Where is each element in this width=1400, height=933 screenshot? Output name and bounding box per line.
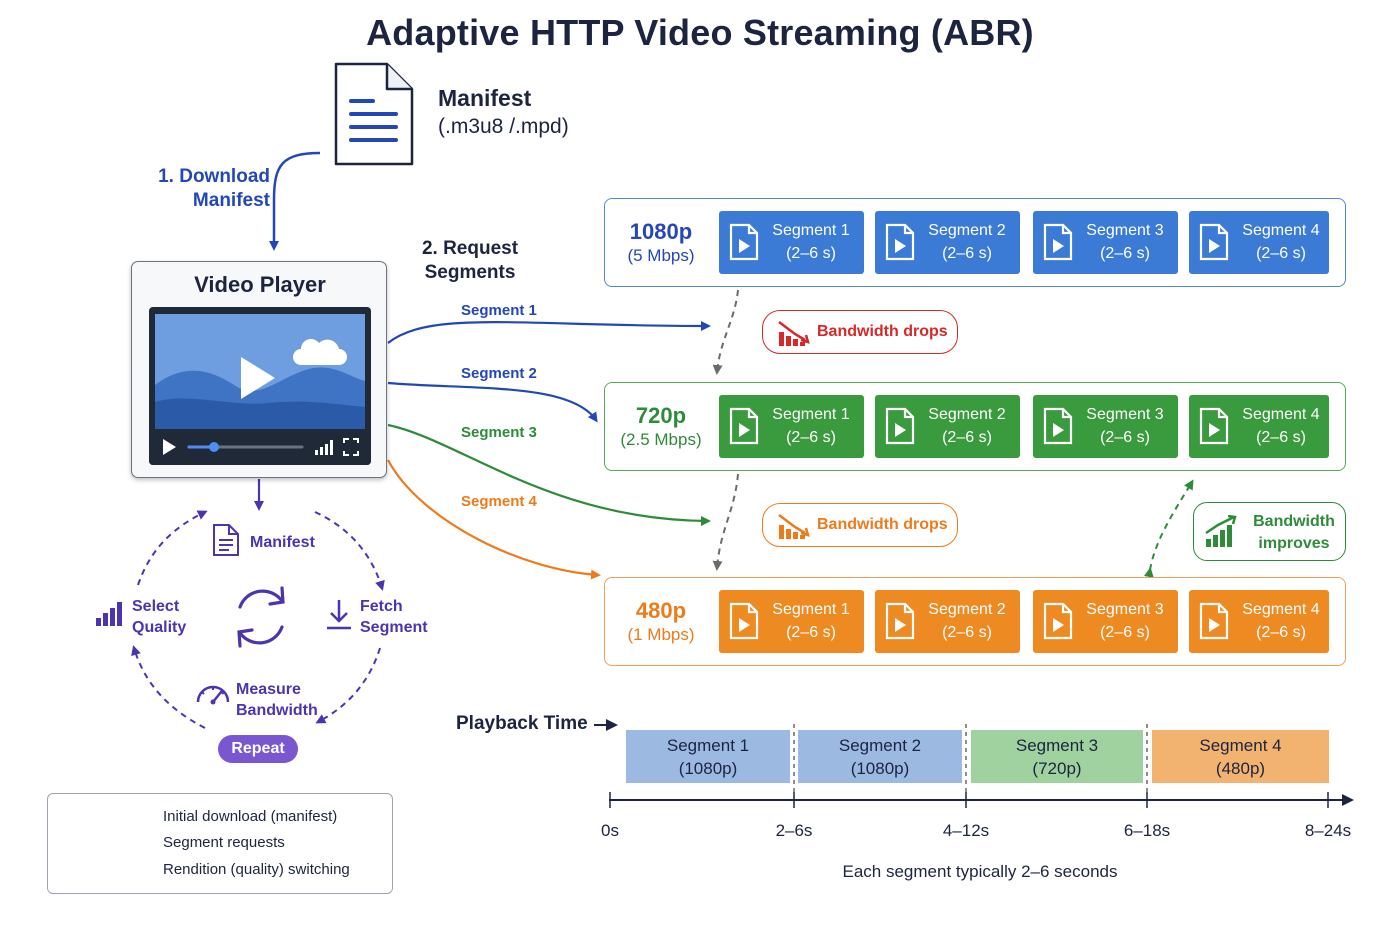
legend-item-switching: Rendition (quality) switching — [163, 861, 350, 878]
request-label-2: Segment 2 — [461, 365, 537, 382]
request-arrow-1 — [387, 320, 711, 344]
request-arrow-3 — [387, 423, 711, 526]
segment-tile-480p-3: Segment 3(2–6 s) — [1033, 590, 1178, 653]
cycle-arc-top-right — [314, 511, 385, 591]
page-title: Adaptive HTTP Video Streaming (ABR) — [366, 12, 1034, 53]
cycle-fetch-label: Fetch Segment — [360, 598, 428, 636]
legend-item-manifest: Initial download (manifest) — [163, 808, 338, 825]
segment-tile-480p-2: Segment 2(2–6 s) — [875, 590, 1020, 653]
switch-arrow-1080-720 — [712, 289, 739, 375]
segment-tile-1080p-2: Segment 2(2–6 s) — [875, 211, 1020, 274]
download-icon — [327, 600, 351, 630]
play-overlay-icon — [241, 357, 275, 399]
player-screen — [149, 307, 371, 465]
segment-tile-480p-1: Segment 1(2–6 s) — [719, 590, 864, 653]
signal-icon — [315, 440, 333, 455]
timeline-segment-3: Segment 3(720p) — [971, 730, 1143, 783]
cycle-manifest-label: Manifest — [250, 534, 315, 551]
progress-handle[interactable] — [209, 442, 219, 452]
play-icon[interactable] — [163, 439, 176, 455]
timeline-tick-label: 2–6s — [775, 821, 813, 840]
segment-tile-720p-3: Segment 3(2–6 s) — [1033, 395, 1178, 458]
quality-bars-icon — [96, 602, 122, 626]
timeline-tick-label: 4–12s — [942, 821, 990, 840]
legend: Initial download (manifest) Segment requ… — [47, 793, 393, 894]
manifest-document-icon — [334, 62, 414, 166]
segment-tile-1080p-4: Segment 4(2–6 s) — [1189, 211, 1329, 274]
rendition-720p: 720p (2.5 Mbps) Segment 1(2–6 s)Segment … — [604, 382, 1346, 471]
manifest-download-arrow — [269, 151, 321, 251]
timeline-footnote: Each segment typically 2–6 seconds — [842, 862, 1118, 881]
timeline-tick-label: 6–18s — [1123, 821, 1171, 840]
segment-tile-720p-4: Segment 4(2–6 s) — [1189, 395, 1329, 458]
cycle-arc-bottom-right — [315, 647, 381, 724]
fullscreen-icon[interactable] — [343, 438, 359, 456]
bandwidth-improves-badge: Bandwidth improves — [1193, 502, 1346, 561]
segment-tile-1080p-1: Segment 1(2–6 s) — [719, 211, 864, 274]
chart-up-icon — [1205, 515, 1237, 547]
video-preview — [149, 314, 371, 465]
segment-tile-480p-4: Segment 4(2–6 s) — [1189, 590, 1329, 653]
segment-tile-1080p-3: Segment 3(2–6 s) — [1033, 211, 1178, 274]
legend-item-requests: Segment requests — [163, 834, 285, 851]
timeline-tick-label: 8–24s — [1304, 821, 1352, 840]
cycle-measure-label: Measure Bandwidth — [236, 681, 318, 719]
step-request-segments: 2. Request Segments — [421, 238, 519, 283]
request-label-1: Segment 1 — [461, 302, 537, 319]
request-arrow-2 — [387, 381, 598, 423]
timeline-segment-4: Segment 4(480p) — [1152, 730, 1329, 783]
refresh-icon — [237, 586, 285, 648]
step-download-manifest: 1. Download Manifest — [158, 166, 270, 211]
rendition-bitrate: (5 Mbps) — [627, 246, 695, 265]
rendition-bitrate: (1 Mbps) — [627, 625, 695, 644]
segment-tile-720p-2: Segment 2(2–6 s) — [875, 395, 1020, 458]
cycle-arc-bottom-left — [131, 645, 206, 729]
switch-arrow-720-480 — [712, 473, 739, 571]
cycle-select-label: Select Quality — [132, 598, 187, 636]
repeat-badge: Repeat — [218, 735, 298, 763]
timeline-segment-2: Segment 2(1080p) — [798, 730, 962, 783]
manifest-title: Manifest — [438, 85, 532, 111]
chart-down-icon — [778, 321, 810, 346]
rendition-resolution: 720p — [635, 403, 687, 428]
rendition-bitrate: (2.5 Mbps) — [620, 430, 702, 449]
timeline-ticks — [609, 792, 1329, 808]
switch-arrow-480-720 — [1143, 479, 1194, 578]
timeline-tick-label: 0s — [601, 821, 619, 840]
rendition-resolution: 1080p — [629, 219, 693, 244]
timeline-dividers — [793, 724, 1148, 792]
speedometer-icon — [196, 685, 230, 705]
manifest-cycle-icon — [213, 524, 239, 556]
rendition-480p: 480p (1 Mbps) Segment 1(2–6 s)Segment 2(… — [604, 577, 1346, 666]
chart-down-icon — [778, 514, 810, 539]
segment-tile-720p-1: Segment 1(2–6 s) — [719, 395, 864, 458]
video-player: Video Player — [131, 261, 387, 478]
cloud-icon — [293, 339, 347, 365]
bandwidth-drops-badge-1: Bandwidth drops — [762, 310, 958, 354]
bandwidth-drops-badge-2: Bandwidth drops — [762, 503, 958, 547]
player-title: Video Player — [194, 272, 326, 297]
rendition-resolution: 480p — [635, 598, 687, 623]
playback-time-label: Playback Time — [456, 713, 588, 734]
timeline-segment-1: Segment 1(1080p) — [626, 730, 790, 783]
rendition-1080p: 1080p (5 Mbps) Segment 1(2–6 s)Segment 2… — [604, 198, 1346, 287]
manifest-subtitle: (.m3u8 /.mpd) — [438, 115, 569, 138]
request-label-3: Segment 3 — [461, 424, 537, 441]
request-arrow-4 — [387, 459, 601, 580]
cycle-arc-top-left — [137, 510, 208, 586]
request-label-4: Segment 4 — [461, 493, 537, 510]
